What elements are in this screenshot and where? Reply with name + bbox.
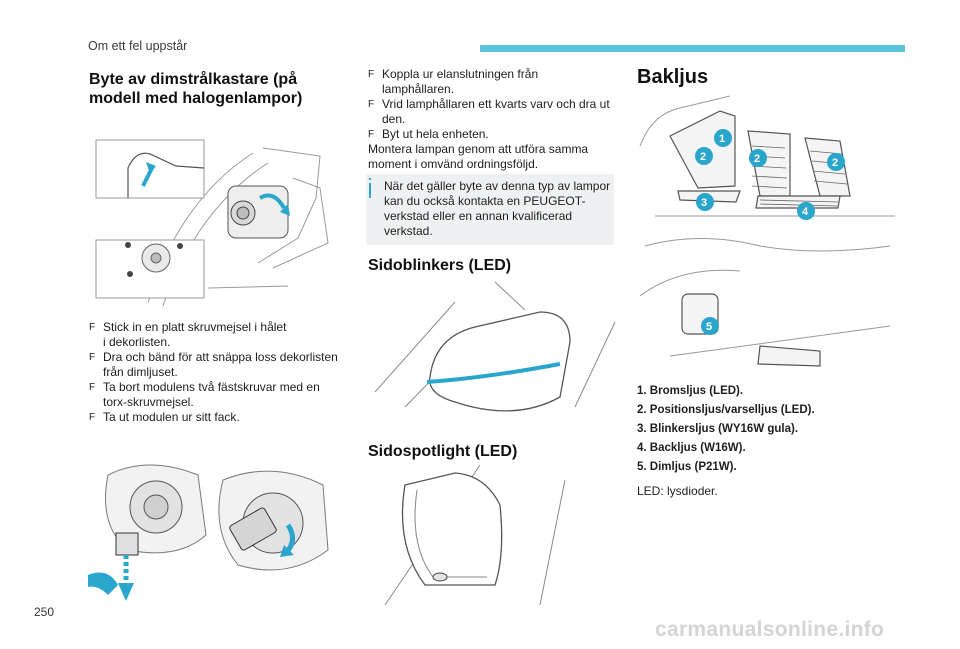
led-note: LED: lysdioder. <box>637 484 718 498</box>
bullet-icon: F <box>89 412 96 423</box>
side-mirror-spot-illustration <box>384 464 566 606</box>
rear-lights-illustration: 1 2 2 2 3 4 5 <box>639 95 895 367</box>
svg-text:5: 5 <box>706 321 712 333</box>
callout-badge <box>701 317 719 335</box>
callout-badge <box>695 147 713 165</box>
list-item: 1. Bromsljus (LED). <box>637 385 744 397</box>
section-header-bar <box>480 45 905 52</box>
watermark: carmanualsonline.info <box>655 618 885 641</box>
section-header: Om ett fel uppstår <box>88 39 188 53</box>
callout-badge <box>714 129 732 147</box>
bullet-icon: F <box>368 129 375 140</box>
callout-badge <box>797 202 815 220</box>
svg-text:2: 2 <box>832 157 838 169</box>
list-item: 2. Positionsljus/varselljus (LED). <box>637 404 815 416</box>
info-icon <box>369 178 371 180</box>
callout-badge <box>696 193 714 211</box>
bullet-icon: F <box>368 69 375 80</box>
svg-text:4: 4 <box>802 206 809 218</box>
list-item: 4. Backljus (W16W). <box>637 442 746 454</box>
list-item: 5. Dimljus (P21W). <box>637 461 737 473</box>
fog-bulb-illustration <box>88 464 329 601</box>
side-blinker-title: Sidoblinkers (LED) <box>368 257 512 274</box>
page-number: 250 <box>34 605 55 619</box>
callout-badges: 1 2 2 2 3 4 5 <box>695 129 845 335</box>
svg-text:2: 2 <box>700 151 706 163</box>
rear-lights-legend: 1. Bromsljus (LED). 2. Positionsljus/var… <box>637 382 815 477</box>
fog-light-title: Byte av dimstrålkastare (på modell med h… <box>89 71 303 107</box>
list-item: 3. Blinkersljus (WY16W gula). <box>637 423 799 435</box>
svg-text:1: 1 <box>719 133 725 145</box>
side-spot-title: Sidospotlight (LED) <box>368 443 518 460</box>
bullet-icon: F <box>89 352 96 363</box>
bullet-icon: F <box>89 382 96 393</box>
callout-badge <box>827 153 845 171</box>
bullet-icon: F <box>368 99 375 110</box>
bullet-icon: F <box>89 322 96 333</box>
svg-text:3: 3 <box>701 197 707 209</box>
fog-light-removal-illustration <box>95 139 329 307</box>
rear-lights-title: Bakljus <box>637 66 709 88</box>
callout-badge <box>749 149 767 167</box>
side-mirror-blinker-illustration <box>374 281 616 412</box>
svg-text:2: 2 <box>754 153 760 165</box>
info-note: När det gäller byte av denna typ av lamp… <box>366 174 614 245</box>
